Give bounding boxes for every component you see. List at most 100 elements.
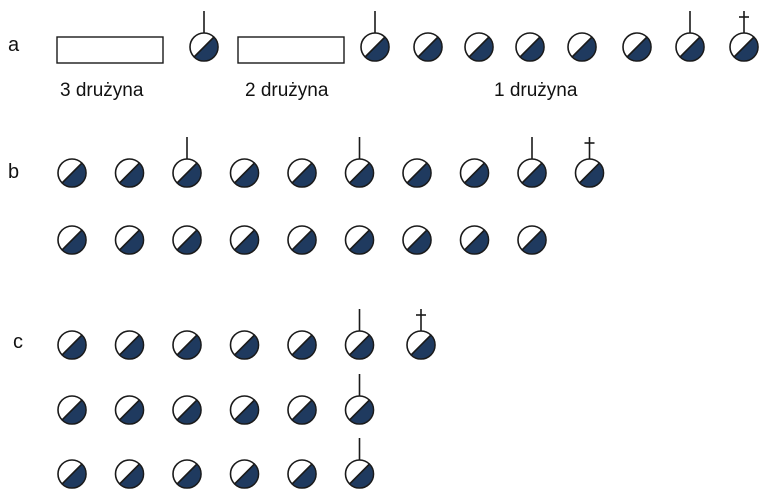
soldier-c-1-0 (57, 395, 87, 425)
soldier-half-fill (733, 36, 759, 62)
soldier-b-0-5 (344, 137, 375, 188)
soldier-b-1-8 (517, 225, 547, 255)
soldier-half-fill (679, 36, 705, 62)
soldier-half-fill (176, 463, 202, 489)
soldier-b-0-3 (229, 158, 260, 188)
soldier-diagonal (417, 36, 439, 58)
soldier-c-2-2 (172, 459, 202, 489)
soldier-diagonal (234, 334, 255, 356)
soldier-half-fill (463, 229, 489, 255)
soldier-c-1-3 (229, 395, 260, 425)
soldier-diagonal (468, 36, 490, 58)
soldier-b-0-7 (459, 158, 490, 188)
soldier-half-fill (176, 334, 202, 360)
soldier-diagonal (349, 463, 370, 485)
soldier-diagonal (61, 334, 83, 356)
soldier-half-fill (410, 334, 436, 360)
soldier-half-fill (519, 36, 545, 62)
soldier-b-0-4 (287, 158, 317, 188)
soldier-half-fill (176, 162, 202, 188)
soldier-diagonal (349, 399, 370, 421)
soldier-b-0-2 (172, 137, 202, 188)
soldier-b-1-1 (114, 225, 145, 255)
soldier-half-fill (291, 399, 317, 425)
soldier-diagonal (119, 334, 140, 356)
soldier-c-0-5 (344, 309, 375, 360)
soldier-diagonal (291, 162, 313, 184)
soldier-b-0-9 (574, 137, 605, 188)
team-label-1: 1 drużyna (494, 80, 578, 101)
soldier-a-6 (567, 32, 597, 62)
soldier-c-2-3 (229, 459, 260, 489)
soldier-half-fill (233, 334, 259, 360)
soldier-half-fill (233, 162, 259, 188)
soldier-half-fill (61, 334, 87, 360)
soldier-c-1-1 (114, 395, 145, 425)
soldier-diagonal (349, 229, 370, 251)
soldier-b-1-6 (402, 225, 432, 255)
soldier-b-1-7 (459, 225, 490, 255)
soldier-b-0-8 (517, 137, 547, 188)
soldier-diagonal (406, 162, 428, 184)
soldier-half-fill (406, 229, 432, 255)
soldier-diagonal (61, 229, 83, 251)
soldier-diagonal (349, 162, 370, 184)
soldier-half-fill (193, 36, 219, 62)
soldier-diagonal (349, 334, 370, 356)
soldier-diagonal (193, 36, 215, 58)
soldier-half-fill (521, 229, 547, 255)
soldier-c-2-0 (57, 459, 87, 489)
soldier-c-0-1 (114, 330, 145, 360)
soldier-diagonal (571, 36, 593, 58)
soldier-c-0-6 (406, 309, 436, 360)
soldier-a-3 (413, 32, 443, 62)
soldier-a-9 (729, 11, 759, 62)
soldier-diagonal (626, 36, 648, 58)
soldier-diagonal (464, 162, 485, 184)
soldier-half-fill (233, 463, 259, 489)
soldier-half-fill (118, 229, 144, 255)
soldier-half-fill (118, 334, 144, 360)
soldier-half-fill (521, 162, 547, 188)
soldier-diagonal (364, 36, 386, 58)
soldier-b-0-1 (114, 158, 145, 188)
soldier-diagonal (679, 36, 701, 58)
soldier-half-fill (118, 162, 144, 188)
soldier-b-0-0 (57, 158, 87, 188)
soldier-half-fill (118, 463, 144, 489)
soldier-half-fill (233, 229, 259, 255)
soldier-half-fill (364, 36, 390, 62)
soldier-diagonal (61, 399, 83, 421)
soldier-half-fill (61, 229, 87, 255)
soldier-diagonal (176, 334, 198, 356)
soldier-half-fill (61, 399, 87, 425)
soldier-half-fill (468, 36, 494, 62)
soldier-b-1-4 (287, 225, 317, 255)
soldier-c-0-2 (172, 330, 202, 360)
soldier-diagonal (291, 399, 313, 421)
soldier-a-8 (675, 11, 705, 62)
soldier-a-2 (360, 11, 390, 62)
soldier-diagonal (291, 229, 313, 251)
soldier-diagonal (234, 463, 255, 485)
soldier-half-fill (176, 229, 202, 255)
soldier-diagonal (464, 229, 485, 251)
soldier-half-fill (578, 162, 604, 188)
team-2-box (237, 36, 345, 64)
soldier-diagonal (234, 399, 255, 421)
soldier-b-0-6 (402, 158, 432, 188)
soldier-a-1 (189, 11, 219, 62)
soldier-half-fill (571, 36, 597, 62)
soldier-diagonal (119, 229, 140, 251)
soldier-half-fill (417, 36, 443, 62)
soldier-a-5 (515, 32, 545, 62)
soldier-half-fill (348, 463, 374, 489)
soldier-half-fill (348, 334, 374, 360)
soldier-diagonal (579, 162, 600, 184)
soldier-b-1-5 (344, 225, 375, 255)
soldier-diagonal (733, 36, 755, 58)
soldier-diagonal (521, 162, 543, 184)
team-label-3: 3 drużyna (60, 80, 144, 101)
soldier-half-fill (176, 399, 202, 425)
